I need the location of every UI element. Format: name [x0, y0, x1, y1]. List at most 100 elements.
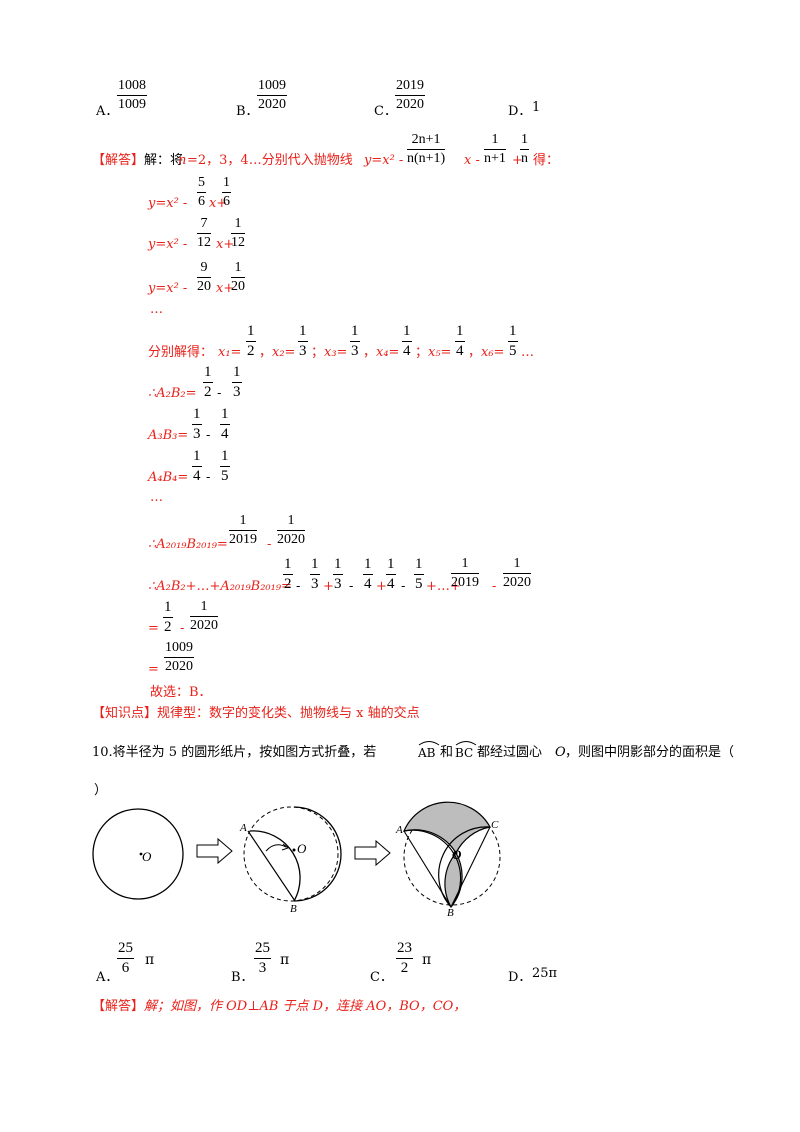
q10-text-c: ，则图中阴影部分的面积是（	[565, 745, 735, 760]
figure-label-a-2: A	[239, 822, 247, 834]
root-6-var: x₆=	[481, 345, 505, 360]
q10-solution-tag: 【解答】	[92, 999, 145, 1014]
figure-label-b-2: B	[290, 903, 297, 915]
q10-solution-text: 解；如图，作 OD⊥AB 于点 D，连接 AO，BO，CO，	[144, 999, 467, 1014]
arc-mark-bc-icon	[455, 741, 477, 746]
knowledge-tag: 【知识点】	[92, 706, 158, 721]
sum-op-6: +…+	[426, 579, 461, 594]
q10-option-c-pi: π	[422, 952, 432, 968]
q10-arc-bc: BC	[455, 741, 477, 761]
eq3-prefix: y=x² -	[148, 281, 188, 296]
ab3-prefix: A₃B₃=	[148, 428, 189, 443]
q9-option-b-letter: B．	[236, 104, 259, 119]
q10-text-close: ）	[94, 783, 108, 798]
eq2-prefix: y=x² -	[148, 237, 188, 252]
sum-op-1: -	[296, 579, 301, 594]
ab4-prefix: A₄B₄=	[148, 470, 189, 485]
root-5-sep: ，	[468, 345, 482, 360]
ab3-minus: -	[206, 428, 211, 443]
root-2-sep: ；	[311, 345, 325, 360]
solution-x-minus: x -	[464, 153, 480, 168]
sum-op-4: +	[376, 579, 387, 594]
figure-center-dot-1	[139, 852, 143, 856]
q10-option-b-pi: π	[280, 952, 290, 968]
figure-circle-2-arc	[293, 806, 342, 902]
figure-center-dot-3	[454, 851, 458, 855]
figure-label-o-3: O	[452, 847, 462, 862]
q10-option-d-text: 25π	[532, 966, 558, 981]
ab2019-prefix: ∴A₂₀₁₉B₂₀₁₉=	[148, 537, 228, 552]
q9-option-a-letter: A．	[96, 104, 119, 119]
figure-label-a-3: A	[395, 824, 403, 836]
step2-minus: -	[180, 621, 185, 636]
root-3-var: x₃=	[324, 345, 348, 360]
q10-option-c-letter: C．	[370, 970, 393, 985]
q9-option-d-text: 1	[532, 100, 541, 115]
figure-label-c-3: C	[491, 819, 499, 831]
solution-y-expr: y=x² -	[364, 153, 404, 168]
sum-op-3: -	[349, 579, 354, 594]
q10-option-b-letter: B．	[231, 970, 254, 985]
knowledge-text: 规律型：数字的变化类、抛物线与 x 轴的交点	[157, 706, 420, 721]
sum-op-5: -	[401, 579, 406, 594]
solution-n: n	[178, 153, 187, 168]
q9-option-d-letter: D．	[508, 104, 532, 119]
fold-arrow-2-icon	[354, 839, 391, 867]
figure-fold-curve-2	[265, 844, 287, 852]
solution-tag: 【解答】	[92, 153, 145, 168]
sum-prefix: ∴A₂B₂+…+A₂₀₁₉B₂₀₁₉=	[148, 579, 292, 594]
q10-text-a: 10.将半径为 5 的圆形纸片，按如图方式折叠，若	[92, 745, 377, 760]
q10-text-b: 都经过圆心	[477, 745, 543, 760]
q10-center-o: O	[555, 745, 566, 760]
step3-eq: =	[148, 662, 159, 677]
root-3-sep: ，	[363, 345, 377, 360]
figure-label-b-3: B	[447, 907, 454, 919]
figure-center-dot-2	[292, 848, 296, 852]
root-1-var: x₁=	[218, 345, 242, 360]
q10-option-d-letter: D．	[508, 970, 532, 985]
eq1-mid: x+	[209, 196, 228, 211]
sum-op-7: -	[492, 579, 497, 594]
root-6-sep: …	[521, 345, 534, 360]
ab4-minus: -	[206, 470, 211, 485]
solution-n-values: =2，3，4…分别代入抛物线	[187, 153, 353, 168]
arc-mark-ab-icon	[418, 741, 440, 746]
figure-chord-bc-3	[450, 826, 491, 908]
solution-de: 得：	[533, 153, 560, 168]
q9-option-c-letter: C．	[374, 104, 397, 119]
